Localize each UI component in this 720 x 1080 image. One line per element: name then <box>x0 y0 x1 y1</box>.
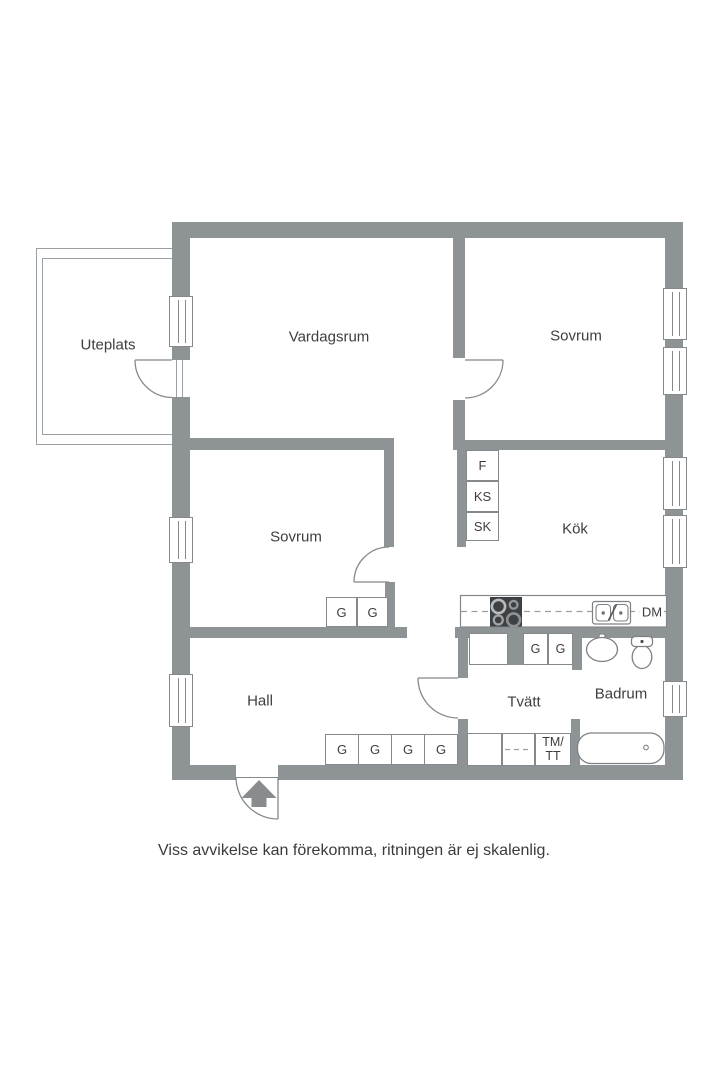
wardrobe-label: G <box>555 642 566 656</box>
washer-dryer-label-line2: TT <box>545 748 561 763</box>
wall-livingroom-bedroom-lower <box>453 400 465 450</box>
washer-dryer-box: TM/ TT <box>535 733 571 766</box>
window-glazing <box>178 678 186 723</box>
laundry-counter-box <box>502 733 535 766</box>
wall-exterior-left-4 <box>172 563 190 674</box>
wall-kitchen-bottom <box>455 627 667 638</box>
wall-exterior-left-5 <box>172 727 190 780</box>
room-label-hall: Hall <box>247 692 273 710</box>
window-bedroom2 <box>169 517 193 563</box>
pantry-label: SK <box>473 519 492 534</box>
wardrobe-label: G <box>369 742 381 757</box>
window-hall <box>169 674 193 727</box>
wardrobe-label: G <box>367 604 378 620</box>
washer-dryer-label-line1: TM/ <box>542 735 564 750</box>
wardrobe-box: G <box>326 597 357 627</box>
fridge-box: F <box>466 450 499 481</box>
stove <box>490 597 522 628</box>
room-label-uteplats: Uteplats <box>80 336 136 354</box>
cooler-box: KS <box>466 481 499 512</box>
wall-hall-laundry-lower <box>458 719 468 765</box>
wall-hall-top <box>190 627 407 638</box>
kitchen-sink <box>591 600 632 625</box>
wall-exterior-left-3 <box>172 397 190 517</box>
window-glazing <box>672 685 680 713</box>
wardrobe-box: G <box>357 597 388 627</box>
wall-bedroom2-right-lower <box>385 582 395 628</box>
window-kitchen-a <box>663 457 687 510</box>
window-bedroom1-b <box>663 347 687 395</box>
wardrobe-label: G <box>435 742 447 757</box>
window-bedroom1-a <box>663 288 687 340</box>
wardrobe-label: G <box>336 604 347 620</box>
wall-hall-laundry-upper <box>458 638 468 678</box>
window-kitchen-b <box>663 515 687 568</box>
wall-exterior-right-5 <box>665 568 683 681</box>
room-label-vardagsrum: Vardagsrum <box>288 328 370 346</box>
wall-bedroom-kitchen <box>453 440 667 450</box>
disclaimer-caption: Viss avvikelse kan förekomma, ritningen … <box>158 842 550 859</box>
laundry-counter-box <box>467 733 502 766</box>
toilet <box>630 635 654 670</box>
wardrobe-label: G <box>530 642 541 656</box>
window-glazing <box>672 351 680 391</box>
wall-bedroom2-right-upper <box>384 450 394 547</box>
room-label-sovrum-right: Sovrum <box>550 327 602 345</box>
window-glazing <box>178 300 186 343</box>
room-label-badrum: Badrum <box>594 685 648 703</box>
window-glazing <box>672 292 680 336</box>
entry-arrow-icon <box>241 780 277 807</box>
wardrobe-box: G <box>391 734 425 765</box>
window-glazing <box>672 461 680 506</box>
wall-laundry-bath-lower <box>571 719 580 765</box>
wall-exterior-right-1 <box>665 222 683 288</box>
door-bedroom2 <box>353 546 390 583</box>
dishwasher-label: DM <box>639 604 665 620</box>
wall-exterior-top <box>172 222 683 238</box>
window-bathroom <box>663 681 687 717</box>
wall-exterior-right-3 <box>665 395 683 457</box>
window-glazing <box>178 521 186 559</box>
door-laundry <box>417 677 459 719</box>
pantry-box: SK <box>466 512 499 541</box>
wardrobe-label: G <box>336 742 348 757</box>
fridge-label: F <box>478 458 487 473</box>
kitchen-counter <box>459 594 668 628</box>
wall-exterior-left-1 <box>172 222 190 296</box>
wardrobe-box: G <box>523 633 548 665</box>
door-entry <box>235 776 279 820</box>
patio-inner-border <box>42 258 177 435</box>
wall-exterior-right-2 <box>665 340 683 347</box>
wall-exterior-bottom-right <box>278 765 683 780</box>
room-label-kok: Kök <box>562 520 588 538</box>
wall-kitchen-left <box>457 450 466 547</box>
wall-exterior-left-2 <box>172 347 190 360</box>
bathtub <box>576 732 665 765</box>
wardrobe-box: G <box>424 734 458 765</box>
laundry-cabinet-box <box>469 633 508 665</box>
wall-bedroom2-top <box>190 438 394 450</box>
wall-exterior-right-4 <box>665 510 683 515</box>
room-label-tvatt: Tvätt <box>507 693 541 711</box>
wardrobe-box: G <box>325 734 359 765</box>
wardrobe-label: G <box>402 742 414 757</box>
door-bedroom1 <box>464 359 504 399</box>
wall-laundry-bath-upper <box>572 637 582 670</box>
wardrobe-box: G <box>548 633 573 665</box>
wall-exterior-right-6 <box>665 717 683 780</box>
washbasin <box>585 633 619 663</box>
window-glazing <box>672 519 680 564</box>
cooler-label: KS <box>473 489 492 504</box>
wall-livingroom-bedroom-upper <box>453 238 465 358</box>
window-patio <box>169 296 193 347</box>
wardrobe-box: G <box>358 734 392 765</box>
room-label-sovrum-left: Sovrum <box>270 528 322 546</box>
wall-laundry-stub <box>508 638 523 665</box>
